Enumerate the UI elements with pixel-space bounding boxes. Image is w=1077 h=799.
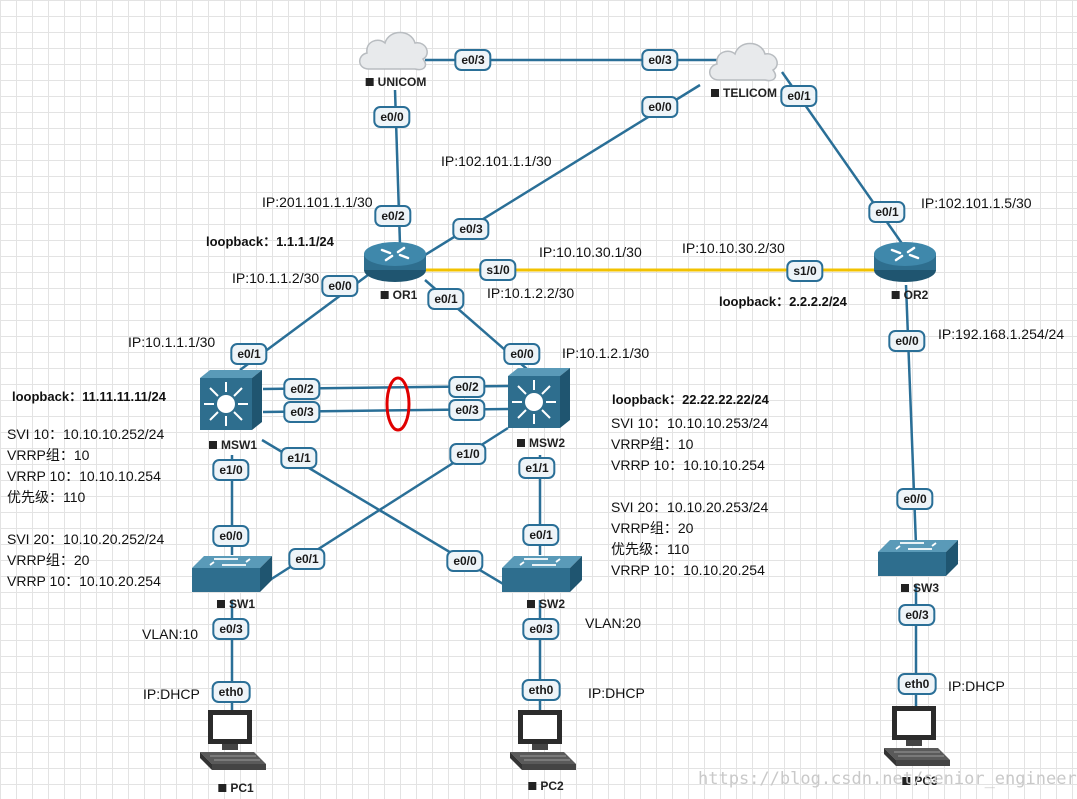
ip-or2-telicom: IP:102.101.1.5/30 xyxy=(921,195,1032,211)
telicom-label: TELICOM xyxy=(711,86,777,100)
msw2-info-line: VRRP 10：10.10.20.254 xyxy=(611,562,765,578)
sw3-switch-icon[interactable] xyxy=(876,536,960,580)
watermark: https://blog.csdn.net/senior_engineer xyxy=(698,769,1077,789)
port-telicom-e03[interactable]: e0/3 xyxy=(641,49,679,71)
port-or1-e01[interactable]: e0/1 xyxy=(427,288,465,310)
sw2-label: SW2 xyxy=(526,597,565,611)
sw2-switch-icon[interactable] xyxy=(500,552,584,596)
msw1-info-line: VRRP组：20 xyxy=(7,552,90,568)
pc2-label: PC2 xyxy=(528,779,564,793)
loopback-msw1: loopback：11.11.11.11/24 xyxy=(12,389,166,404)
pc2-ip: IP:DHCP xyxy=(588,685,645,701)
port-msw1-e11[interactable]: e1/1 xyxy=(280,447,318,469)
pc1-computer-icon[interactable] xyxy=(196,708,270,774)
port-sw2-e00[interactable]: e0/0 xyxy=(446,550,484,572)
msw1-info-line: 优先级：110 xyxy=(7,489,86,505)
port-or1-s10[interactable]: s1/0 xyxy=(479,259,517,281)
port-or1-e00[interactable]: e0/0 xyxy=(321,275,359,297)
ip-or1-telicom: IP:102.101.1.1/30 xyxy=(441,153,552,169)
port-telicom-e00[interactable]: e0/0 xyxy=(641,96,679,118)
port-msw2-e02[interactable]: e0/2 xyxy=(448,376,486,398)
port-msw1-e03[interactable]: e0/3 xyxy=(283,401,321,423)
loopback-or1: loopback：1.1.1.1/24 xyxy=(206,234,334,249)
or2-router-icon[interactable] xyxy=(872,240,938,284)
loopback-or2: loopback：2.2.2.2/24 xyxy=(719,294,847,309)
port-sw1-e01[interactable]: e0/1 xyxy=(288,548,326,570)
sw1-label: SW1 xyxy=(216,597,255,611)
ip-or2-e00: IP:192.168.1.254/24 xyxy=(938,326,1065,342)
ip-or2-serial: IP:10.10.30.2/30 xyxy=(682,240,785,256)
port-pc2-eth0[interactable]: eth0 xyxy=(521,679,561,701)
port-msw1-e10[interactable]: e1/0 xyxy=(212,459,250,481)
pc3-label: PC3 xyxy=(902,774,938,788)
or1-router-icon[interactable] xyxy=(362,240,428,284)
msw1-info-line: SVI 10：10.10.10.252/24 xyxy=(7,426,165,442)
msw1-vrrp-info: SVI 10：10.10.10.252/24 VRRP组：10 VRRP 10：… xyxy=(7,424,164,592)
msw2-info-line: VRRP组：10 xyxy=(611,436,694,452)
msw1-info-spacer xyxy=(7,508,164,529)
ip-or1-e00: IP:10.1.1.2/30 xyxy=(232,270,320,286)
msw2-info-line: VRRP组：20 xyxy=(611,520,694,536)
msw2-info-spacer xyxy=(611,476,768,497)
ip-msw2-e00: IP:10.1.2.1/30 xyxy=(562,345,650,361)
port-msw1-e02[interactable]: e0/2 xyxy=(283,378,321,400)
unicom-label: UNICOM xyxy=(365,75,426,89)
port-sw3-e00[interactable]: e0/0 xyxy=(896,488,934,510)
msw1-info-line: VRRP组：10 xyxy=(7,447,90,463)
port-unicom-e03[interactable]: e0/3 xyxy=(454,49,492,71)
port-or1-e02[interactable]: e0/2 xyxy=(374,205,412,227)
port-sw3-e03[interactable]: e0/3 xyxy=(898,604,936,626)
pc3-ip: IP:DHCP xyxy=(948,678,1005,694)
unicom-cloud-icon[interactable] xyxy=(355,25,431,73)
port-or2-e00[interactable]: e0/0 xyxy=(888,330,926,352)
msw2-info-line: VRRP 10：10.10.10.254 xyxy=(611,457,765,473)
port-or2-s10[interactable]: s1/0 xyxy=(786,260,824,282)
msw2-label: MSW2 xyxy=(517,436,565,450)
msw1-label: MSW1 xyxy=(209,438,257,452)
ip-msw1-e01: IP:10.1.1.1/30 xyxy=(128,334,216,350)
msw1-switch-icon[interactable] xyxy=(198,368,264,432)
msw2-vrrp-info: SVI 10：10.10.10.253/24 VRRP组：10 VRRP 10：… xyxy=(611,413,768,581)
msw1-info-line: VRRP 10：10.10.20.254 xyxy=(7,573,161,589)
msw1-info-line: SVI 20：10.10.20.252/24 xyxy=(7,531,165,547)
port-pc3-eth0[interactable]: eth0 xyxy=(897,673,937,695)
pc1-label: PC1 xyxy=(218,781,254,795)
ip-or1-e01: IP:10.1.2.2/30 xyxy=(487,285,575,301)
msw1-info-line: VRRP 10：10.10.10.254 xyxy=(7,468,161,484)
msw2-info-line: SVI 20：10.10.20.253/24 xyxy=(611,499,769,515)
pc2-computer-icon[interactable] xyxy=(506,708,580,774)
sw1-switch-icon[interactable] xyxy=(190,552,274,596)
sw3-label: SW3 xyxy=(900,581,939,595)
port-sw1-e00[interactable]: e0/0 xyxy=(212,525,250,547)
port-or1-e03[interactable]: e0/3 xyxy=(452,218,490,240)
telicom-cloud-icon[interactable] xyxy=(705,36,781,84)
vlan-sw2: VLAN:20 xyxy=(585,615,642,631)
port-msw2-e00[interactable]: e0/0 xyxy=(503,343,541,365)
port-sw1-e03[interactable]: e0/3 xyxy=(212,618,250,640)
vlan-sw1: VLAN:10 xyxy=(142,626,199,642)
pc3-computer-icon[interactable] xyxy=(880,704,954,770)
or2-label: OR2 xyxy=(891,288,928,302)
port-or2-e01[interactable]: e0/1 xyxy=(868,201,906,223)
port-pc1-eth0[interactable]: eth0 xyxy=(211,681,251,703)
ip-or1-unicom: IP:201.101.1.1/30 xyxy=(262,194,373,210)
msw2-info-line: SVI 10：10.10.10.253/24 xyxy=(611,415,769,431)
port-msw2-e03[interactable]: e0/3 xyxy=(448,399,486,421)
port-msw1-e01[interactable]: e0/1 xyxy=(230,343,268,365)
port-sw2-e03[interactable]: e0/3 xyxy=(522,618,560,640)
port-sw2-e01[interactable]: e0/1 xyxy=(522,524,560,546)
port-msw2-e11[interactable]: e1/1 xyxy=(518,457,556,479)
port-telicom-e01[interactable]: e0/1 xyxy=(780,85,818,107)
ip-or1-serial: IP:10.10.30.1/30 xyxy=(539,244,642,260)
msw2-switch-icon[interactable] xyxy=(506,366,572,430)
msw2-info-line: 优先级：110 xyxy=(611,541,690,557)
pc1-ip: IP:DHCP xyxy=(143,686,200,702)
port-msw2-e10[interactable]: e1/0 xyxy=(449,443,487,465)
portchannel-marker xyxy=(385,376,411,432)
port-unicom-e00[interactable]: e0/0 xyxy=(373,106,411,128)
or1-label: OR1 xyxy=(380,288,417,302)
loopback-msw2: loopback：22.22.22.22/24 xyxy=(612,392,769,407)
